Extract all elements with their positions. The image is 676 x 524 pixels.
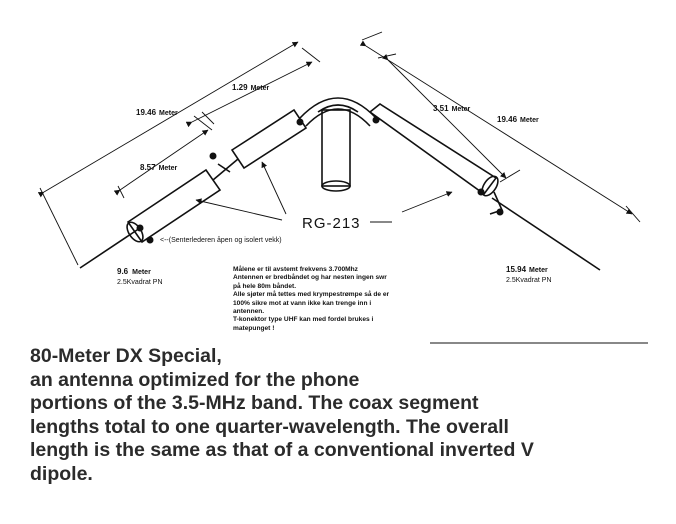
dim-left-coax [113,129,209,196]
dim-right-coax [381,53,507,179]
label-right-wire-spec: 2.5Kvadrat PN [506,277,552,284]
caption-line: 80-Meter DX Special, [30,345,222,367]
feed-dot [209,152,217,160]
right-wire [491,197,601,271]
feed-dot [372,116,380,124]
feed-dot [496,208,504,216]
note-line: T-konektor type UHF kan med fordel bruke… [233,316,374,324]
left-inner-coax [230,108,308,170]
caption: 80-Meter DX Special, an antenna optimize… [30,345,660,487]
caption-line: portions of the 3.5-MHz band. The coax s… [30,392,479,415]
caption-line: lengths total to one quarter-wavelength.… [30,415,509,438]
note-line: på hele 80m båndet. [233,282,297,290]
caption-line: length is the same as that of a conventi… [30,439,534,462]
feed-dot [146,236,154,244]
notes-block: Målene er til avstemt frekvens 3.700Mhz … [233,266,473,333]
dim-right-total [359,40,633,215]
label-left-wire-spec: 2.5Kvadrat PN [117,279,163,286]
note-line: matepunget ! [233,324,275,332]
note-line: antennen. [233,308,265,316]
feed-dot [136,224,144,232]
feed-coax [321,109,351,187]
label-center-note: <--(Senterlederen åpen og isolert vekk) [160,236,282,244]
dim-center-gap [185,61,313,128]
feed-dot [296,118,304,126]
label-coax-type: RG-213 [302,215,361,232]
left-wire [79,227,141,269]
caption-line: dipole. [30,462,93,485]
note-line: Antennen er bredbåndet og har nesten ing… [233,274,387,282]
note-line: Målene er til avstemt frekvens 3.700Mhz [233,266,358,273]
caption-line: an antenna optimized for the phone [30,368,360,391]
note-line: Alle sjøter må tettes med krympestrømpe … [233,291,390,299]
center-arch [299,97,377,119]
feed-dot [477,188,485,196]
note-line: 100% sikre mot at vann ikke kan trenge i… [233,299,372,307]
